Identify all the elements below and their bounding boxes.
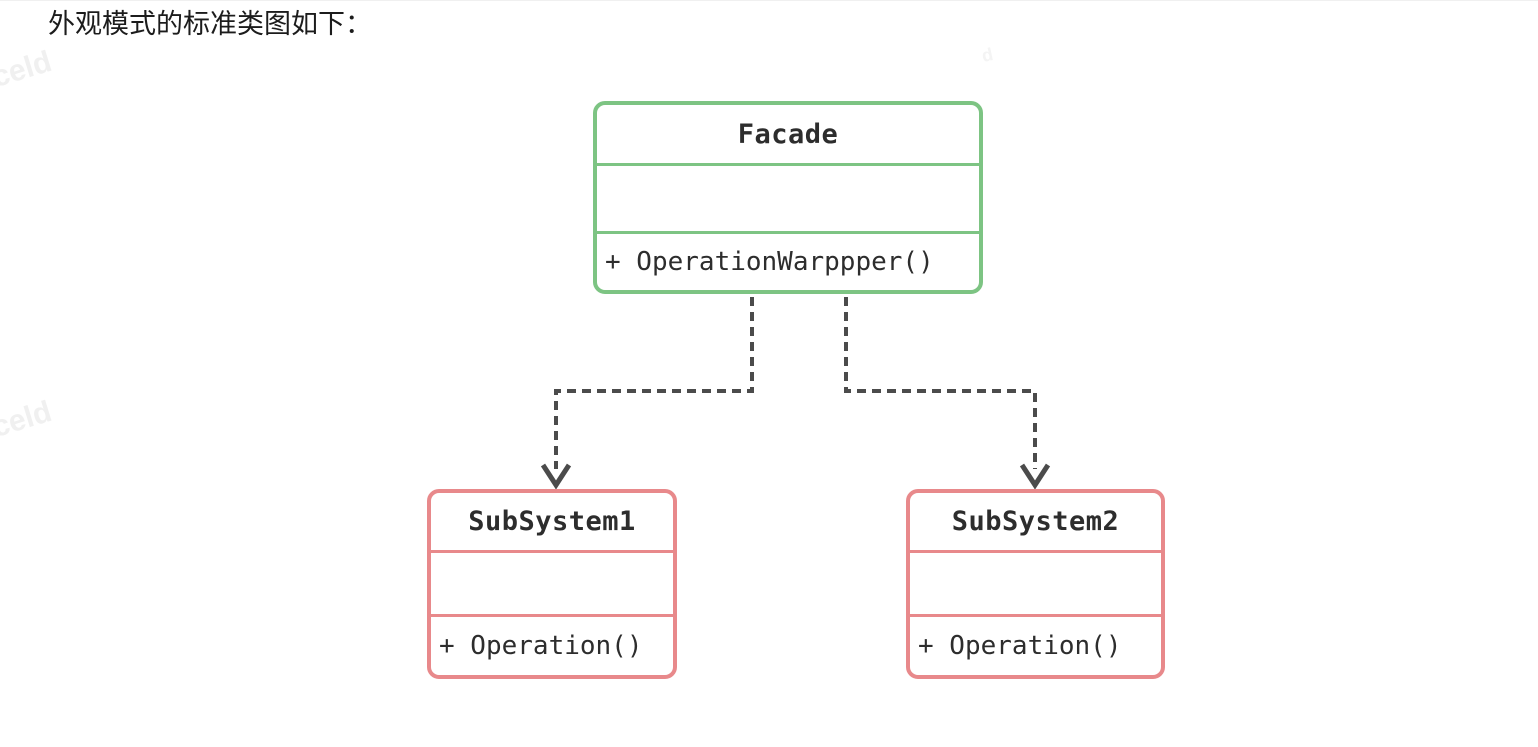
watermark-fragment: d [979,44,995,66]
arrowhead-subsystem2 [1019,463,1051,490]
class-name-facade: Facade [737,118,839,150]
class-method-subsystem1: + Operation() [431,614,673,675]
class-name-subsystem1: SubSystem1 [468,506,636,537]
page-title: 外观模式的标准类图如下： [48,9,372,39]
dependency-line-facade-subsystem2 [844,297,1037,469]
class-method-subsystem2: + Operation() [910,614,1161,675]
class-attributes-subsystem1 [431,550,673,614]
class-attributes-facade [597,163,979,231]
watermark-text-top: celd [0,44,56,95]
class-box-facade: Facade + OperationWarppper() [593,101,983,294]
class-name-subsystem2: SubSystem2 [951,506,1120,537]
watermark-text-middle: celd [0,394,56,445]
class-attributes-subsystem2 [910,550,1161,614]
class-box-subsystem1: SubSystem1 + Operation() [427,489,677,679]
class-method-facade: + OperationWarppper() [597,231,979,290]
dependency-line-facade-subsystem1 [554,297,754,469]
arrowhead-subsystem1 [540,463,572,490]
class-box-subsystem2: SubSystem2 + Operation() [906,489,1165,679]
